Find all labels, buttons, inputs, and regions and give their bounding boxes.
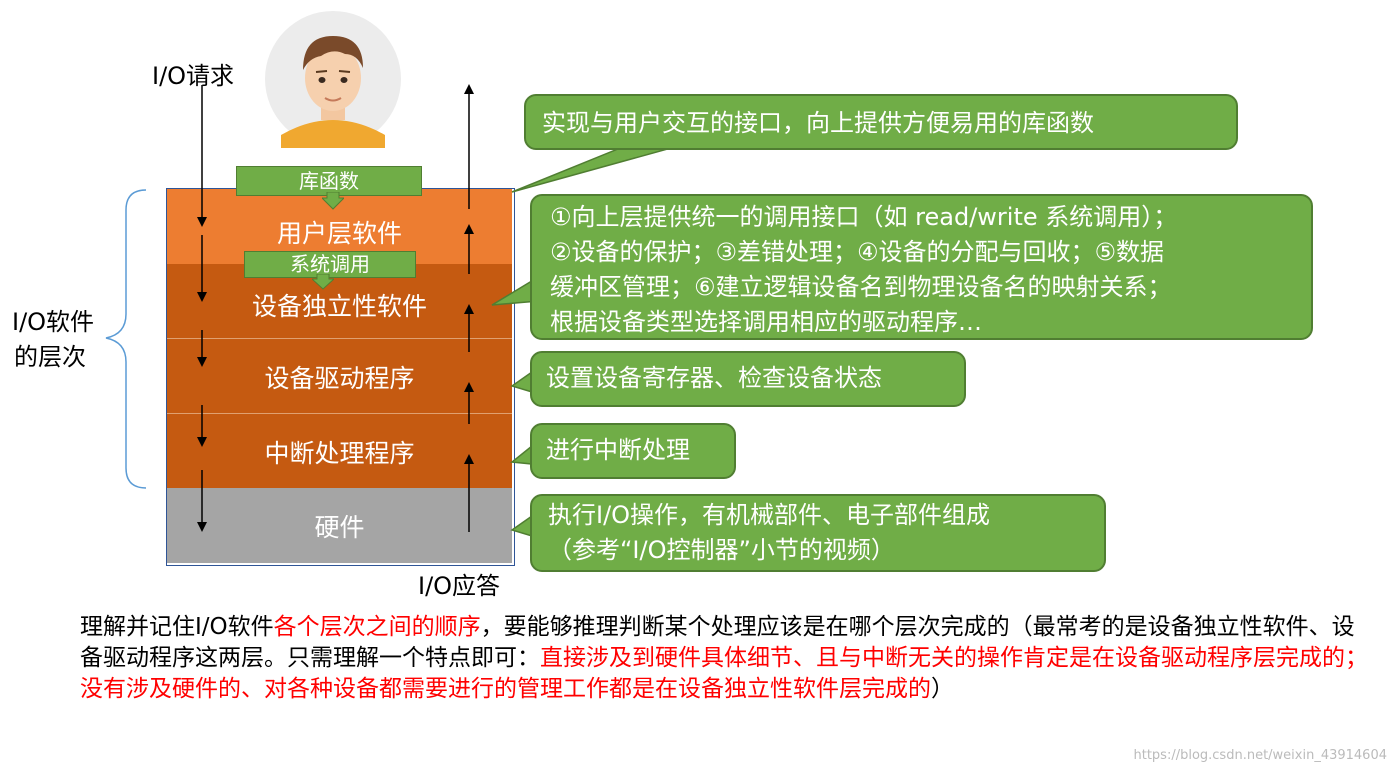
note-part-3: ，要能够推理判断某个处理应该是在哪个层次完成的（最常考的是设备独立性软件、设备驱…: [80, 614, 1355, 671]
io-software-label-line1: I/O软件: [12, 308, 95, 336]
io-response-label: I/O应答: [418, 572, 501, 600]
request-arrows: [197, 85, 207, 532]
layer-device-independent: 设备独立性软件: [167, 264, 512, 338]
note-part-2: 各个层次之间的顺序: [273, 614, 481, 640]
layer-interrupt-handler-label: 中断处理程序: [264, 438, 415, 468]
system-call-tag: 系统调用: [244, 251, 416, 278]
callout-indep-line-3: 缓冲区管理；⑥建立逻辑设备名到物理设备名的映射关系；: [550, 273, 1172, 301]
callout-device-independent: ①向上层提供统一的调用接口（如 read/write 系统调用）； ②设备的保护…: [530, 194, 1313, 340]
note-part-4: 直接涉及到硬件具体细节、且与中断无关的操作肯定是在设备驱动程序层完成的；没有涉及…: [80, 645, 1368, 702]
watermark: https://blog.csdn.net/weixin_43914604: [1133, 748, 1387, 763]
response-arrows: [464, 84, 474, 532]
layer-device-driver: 设备驱动程序: [167, 338, 512, 414]
layer-hardware: 硬件: [167, 488, 512, 563]
layer-device-driver-label: 设备驱动程序: [264, 363, 415, 393]
callout-device-driver-text: 设置设备寄存器、检查设备状态: [546, 364, 882, 392]
callout-user-layer-text: 实现与用户交互的接口，向上提供方便易用的库函数: [542, 109, 1094, 137]
summary-note: 理解并记住I/O软件各个层次之间的顺序，要能够推理判断某个处理应该是在哪个层次完…: [80, 612, 1370, 705]
library-function-tag: 库函数: [236, 166, 422, 196]
note-part-1: 理解并记住I/O软件: [80, 614, 274, 640]
callout-indep-line-2: ②设备的保护；③差错处理；④设备的分配与回收；⑤数据: [550, 238, 1165, 266]
callout-device-driver: 设置设备寄存器、检查设备状态: [530, 351, 966, 407]
layer-interrupt-handler: 中断处理程序: [167, 413, 512, 489]
io-software-label-line2: 的层次: [14, 343, 86, 371]
callout-hardware-line-2: （参考“I/O控制器”小节的视频）: [548, 536, 895, 564]
io-request-label: I/O请求: [152, 62, 235, 90]
user-avatar: [263, 10, 403, 148]
tag-arrow-syscall: [312, 274, 334, 290]
callout-indep-line-1: ①向上层提供统一的调用接口（如 read/write 系统调用）；: [550, 203, 1178, 231]
callout-interrupt: 进行中断处理: [530, 423, 736, 479]
note-part-5: ）: [931, 676, 954, 702]
callout-user-layer: 实现与用户交互的接口，向上提供方便易用的库函数: [524, 94, 1238, 150]
tag-arrow-library: [322, 192, 344, 210]
layer-device-independent-label: 设备独立性软件: [251, 292, 427, 321]
layer-brace: [105, 189, 147, 489]
callout-interrupt-text: 进行中断处理: [546, 436, 690, 464]
callout-hardware: 执行I/O操作，有机械部件、电子部件组成 （参考“I/O控制器”小节的视频）: [530, 494, 1106, 572]
callout-hardware-line-1: 执行I/O操作，有机械部件、电子部件组成: [548, 501, 991, 529]
layer-hardware-label: 硬件: [314, 512, 365, 542]
layer-user-software-label: 用户层软件: [276, 218, 402, 248]
callout-indep-line-4: 根据设备类型选择调用相应的驱动程序…: [550, 308, 982, 336]
